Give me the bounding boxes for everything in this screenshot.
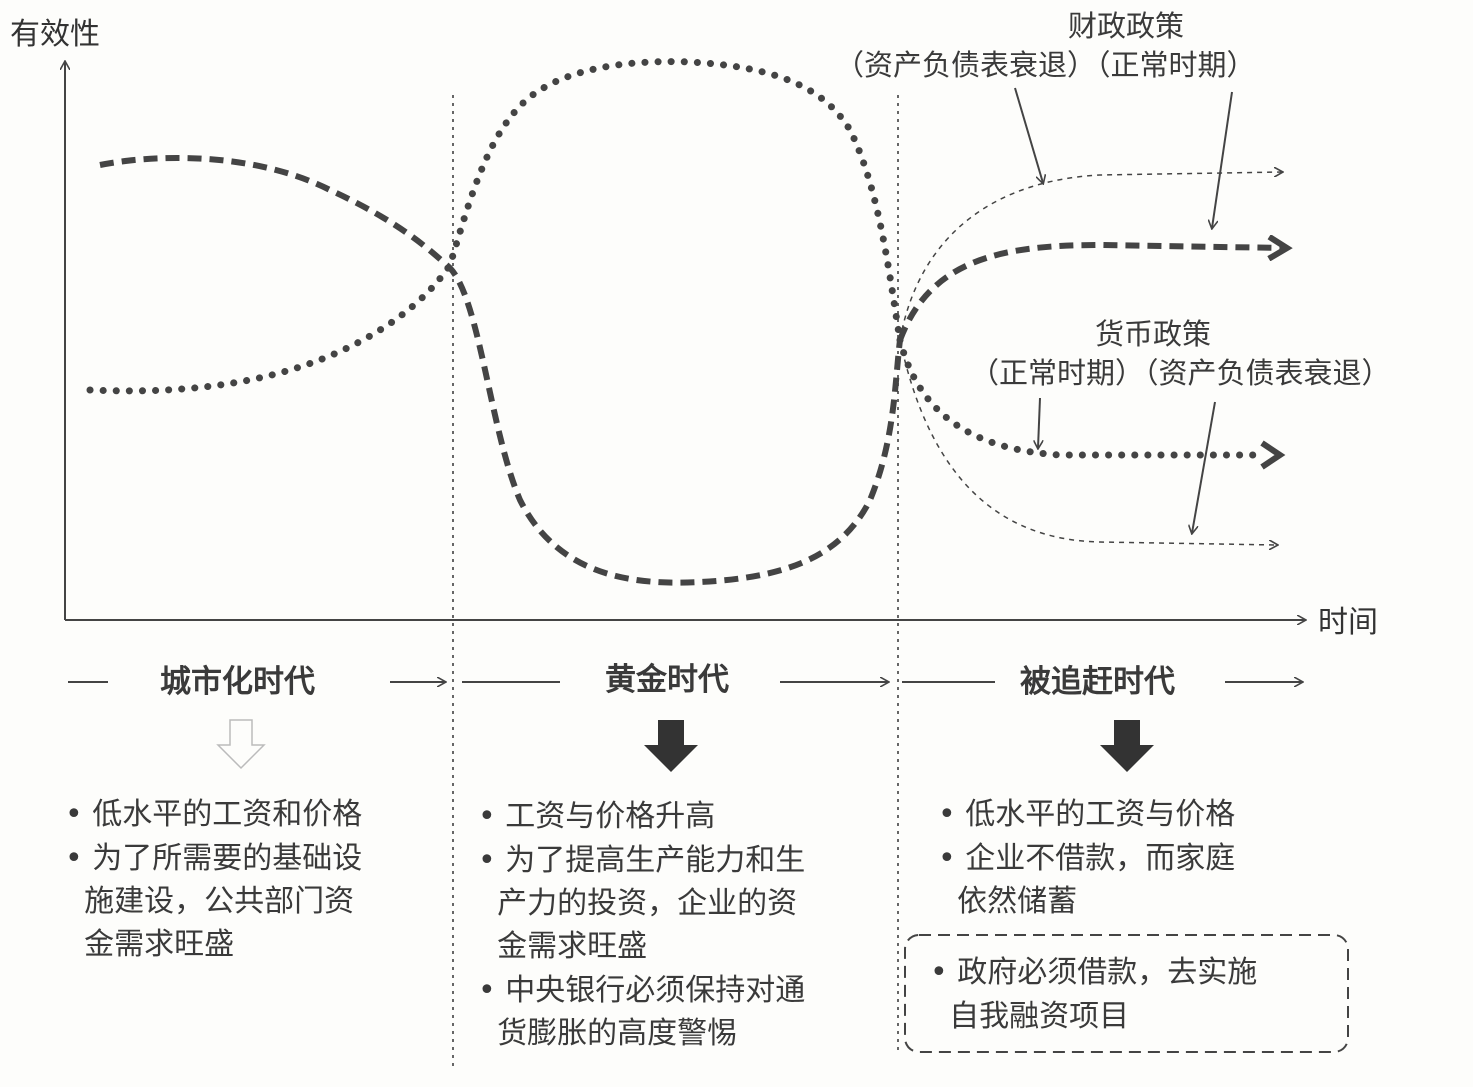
monetary-policy-curve [86,58,904,395]
bullet-line: 依然储蓄 [938,884,1077,919]
urbanization-bullets: • 低水平的工资和价格 • 为了所需要的基础设 施建设，公共部门资 金需求旺盛 [65,797,362,962]
pointer-arrow [1212,91,1233,228]
bullet-line: 货膨胀的高度警惕 [478,1016,737,1051]
pointer-arrow [1014,87,1043,183]
down-arrow-outline-icon [216,719,266,770]
monetary-policy-subtitle: （正常时期）（资产负债表衰退） [970,356,1391,390]
bullet-line: • 低水平的工资与价格 [938,797,1235,832]
bullet-line: 产力的投资，企业的资 [478,886,797,921]
bullet-line: • 为了所需要的基础设 [65,841,362,876]
golden-bullets: • 工资与价格升高 • 为了提高生产能力和生 产力的投资，企业的资 金需求旺盛 … [478,799,805,1051]
fiscal-policy-subtitle: （资产负债表衰退）（正常时期） [835,48,1256,82]
y-axis-label: 有效性 [10,17,100,52]
fiscal-balance-sheet-recession-curve [899,172,1282,341]
fiscal-normal-curve [897,245,1285,342]
bullet-line: • 低水平的工资和价格 [65,797,362,832]
bullet-line: 自我融资项目 [930,999,1129,1034]
bullet-line: • 政府必须借款，去实施 [930,955,1257,990]
pointer-arrow [1192,401,1216,533]
bullet-line: 施建设，公共部门资 [65,884,354,919]
down-arrow-icon [644,720,698,772]
pursued-bullets: • 低水平的工资与价格 • 企业不借款，而家庭 依然储蓄 [938,797,1235,919]
fiscal-policy-title: 财政政策 [1068,9,1184,43]
monetary-normal-curve [896,336,1266,459]
x-axis-label: 时间 [1318,605,1378,640]
bullet-line: • 中央银行必须保持对通 [478,973,805,1008]
pointer-arrow [1038,397,1040,448]
fiscal-policy-curve [99,154,903,586]
government-borrowing-box [904,934,1349,1053]
bullet-line: • 工资与价格升高 [478,799,715,834]
era-label-pursued: 被追赶时代 [1020,664,1175,700]
era-label-urbanization: 城市化时代 [160,664,315,700]
down-arrow-icon [1100,720,1154,772]
monetary-policy-title: 货币政策 [1095,317,1211,351]
bullet-line: • 为了提高生产能力和生 [478,843,805,878]
bullet-line: • 企业不借款，而家庭 [938,841,1235,876]
era-label-golden: 黄金时代 [605,662,729,698]
bullet-line: 金需求旺盛 [65,927,234,962]
bullet-line: 金需求旺盛 [478,929,647,964]
monetary-arrowhead-icon [1260,440,1286,470]
